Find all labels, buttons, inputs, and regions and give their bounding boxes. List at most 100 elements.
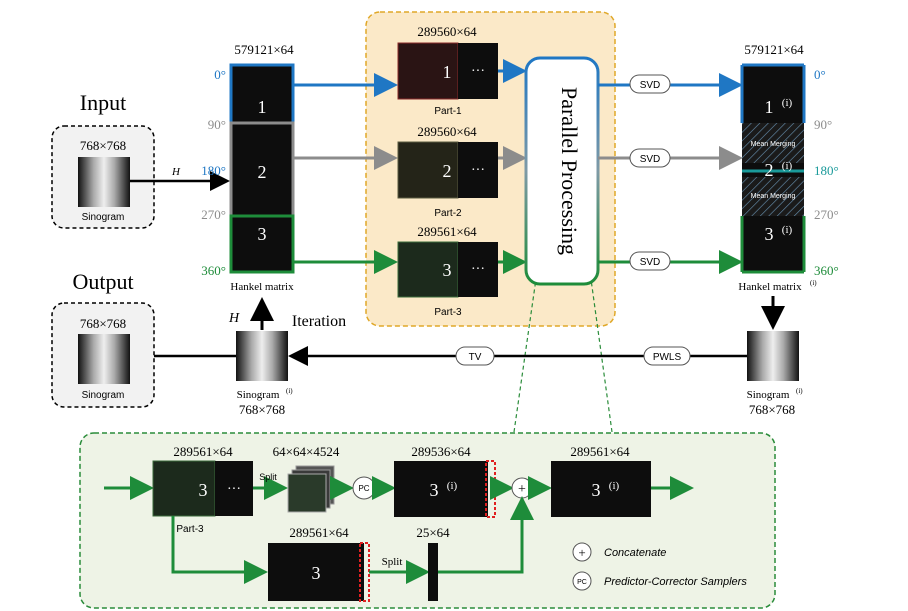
detail-in-tail — [215, 461, 253, 516]
sino-i-right-size: 768×768 — [749, 402, 795, 417]
part3-num: 3 — [443, 260, 452, 280]
left-angle-90: 90° — [208, 117, 226, 132]
input-operator: H — [171, 166, 181, 178]
part3-block — [397, 241, 459, 298]
part3-size: 289561×64 — [417, 224, 477, 239]
legend-concat-symbol — [572, 542, 592, 562]
legend-pc-text: Predictor-Corrector Samplers — [604, 576, 747, 588]
part3-caption: Part-3 — [434, 307, 462, 318]
svd-label-3: SVD — [640, 257, 661, 268]
output-size: 768×768 — [80, 316, 126, 331]
detail-mid-sup: (i) — [447, 480, 458, 492]
hankel-right-part3: 3 — [765, 224, 774, 244]
part2-block — [397, 141, 459, 199]
part1-tail — [458, 43, 498, 99]
right-angle-180: 180° — [814, 163, 839, 178]
svd-badge-3 — [629, 251, 671, 271]
slice-block — [428, 543, 438, 601]
hankel-left-size: 579121×64 — [234, 42, 294, 57]
lower-branch-arrow — [171, 516, 268, 584]
pwls-label: PWLS — [653, 352, 682, 363]
svd-badge-1 — [629, 74, 671, 94]
legend-pc-glyph: PC — [577, 579, 587, 586]
detail-out-sup: (i) — [609, 480, 620, 492]
hankel-right-part2: 2 — [765, 160, 774, 180]
legend-concat-text: Concatenate — [604, 547, 666, 559]
hankel-left-part1: 1 — [258, 97, 267, 117]
detail-in-size: 289561×64 — [173, 444, 233, 459]
sino-i-right-image — [747, 331, 799, 381]
zoom-line-right — [589, 271, 613, 433]
hankel-left-seg3 — [229, 214, 295, 274]
input-caption: Sinogram — [82, 212, 125, 223]
patch-stack-1 — [287, 473, 327, 513]
merge-region-1 — [742, 123, 804, 163]
iteration-operator: H — [228, 311, 240, 326]
part2-tail — [458, 142, 498, 198]
parallel-processing-label: Parallel Processing — [557, 87, 582, 255]
part2-dots: ··· — [471, 163, 485, 178]
part1-dots: ··· — [471, 64, 485, 79]
part3-tail — [458, 242, 498, 297]
mean-merging-1: Mean Merging — [751, 141, 796, 148]
detail-mid-size: 289536×64 — [411, 444, 471, 459]
right-angle-0: 0° — [814, 67, 826, 82]
detail-low-size: 289561×64 — [289, 525, 349, 540]
left-angle-180: 180° — [201, 163, 226, 178]
hankel-right-part1: 1 — [765, 97, 774, 117]
hankel-right-matrix — [742, 65, 804, 272]
detail-out-block — [551, 461, 651, 517]
detail-in-caption: Part-3 — [176, 524, 204, 535]
part2-caption: Part-2 — [434, 208, 462, 219]
svd-label-2: SVD — [640, 154, 661, 165]
legend-pc-symbol — [572, 571, 592, 591]
left-angle-0: 0° — [214, 67, 226, 82]
sino-i-mid-caption: Sinogram — [237, 389, 280, 401]
tv-label: TV — [469, 352, 482, 363]
sino-i-mid-size: 768×768 — [239, 402, 285, 417]
concat-label: + — [518, 482, 526, 497]
sino-i-right-sup: (i) — [796, 387, 803, 395]
merge-region-2 — [742, 177, 804, 216]
split2-label: Split — [382, 556, 403, 568]
sino-i-right-caption: Sinogram — [747, 389, 790, 401]
part1-block — [397, 42, 459, 100]
output-caption: Sinogram — [82, 390, 125, 401]
part2-num: 2 — [443, 161, 452, 181]
tv-badge — [455, 346, 495, 366]
hankel-right-sup2: (i) — [782, 160, 793, 172]
detail-low-block — [268, 543, 364, 601]
legend-concat-glyph: + — [578, 545, 585, 560]
part3-dots: ··· — [471, 262, 485, 277]
slice-size: 25×64 — [416, 525, 450, 540]
svd-label-1: SVD — [640, 80, 661, 91]
part1-caption: Part-1 — [434, 106, 462, 117]
mean-merging-2: Mean Merging — [751, 193, 796, 200]
left-angle-270: 270° — [201, 207, 226, 222]
input-title: Input — [80, 90, 126, 115]
detail-out-size: 289561×64 — [570, 444, 630, 459]
pc-label: PC — [358, 484, 369, 493]
left-angle-360: 360° — [201, 263, 226, 278]
pwls-badge — [643, 346, 691, 366]
detail-low-num: 3 — [312, 563, 321, 583]
sino-i-mid-sup: (i) — [286, 387, 293, 395]
input-size: 768×768 — [80, 138, 126, 153]
detail-mid-num: 3 — [430, 480, 439, 500]
hankel-left-matrix — [231, 65, 293, 272]
hankel-left-caption: Hankel matrix — [230, 281, 294, 293]
part1-size: 289560×64 — [417, 24, 477, 39]
patch-size: 64×64×4524 — [273, 444, 340, 459]
slice-to-concat-arrow — [438, 496, 534, 574]
detail-in-num: 3 — [199, 480, 208, 500]
input-sinogram-image — [78, 157, 130, 207]
hankel-right-caption-sup: (i) — [810, 279, 817, 287]
right-angle-90: 90° — [814, 117, 832, 132]
part2-size: 289560×64 — [417, 124, 477, 139]
detail-mid-block — [394, 461, 488, 517]
split1-label: Split — [259, 472, 277, 482]
detail-out-num: 3 — [592, 480, 601, 500]
part1-num: 1 — [443, 62, 452, 82]
hankel-left-part2: 2 — [258, 162, 267, 182]
